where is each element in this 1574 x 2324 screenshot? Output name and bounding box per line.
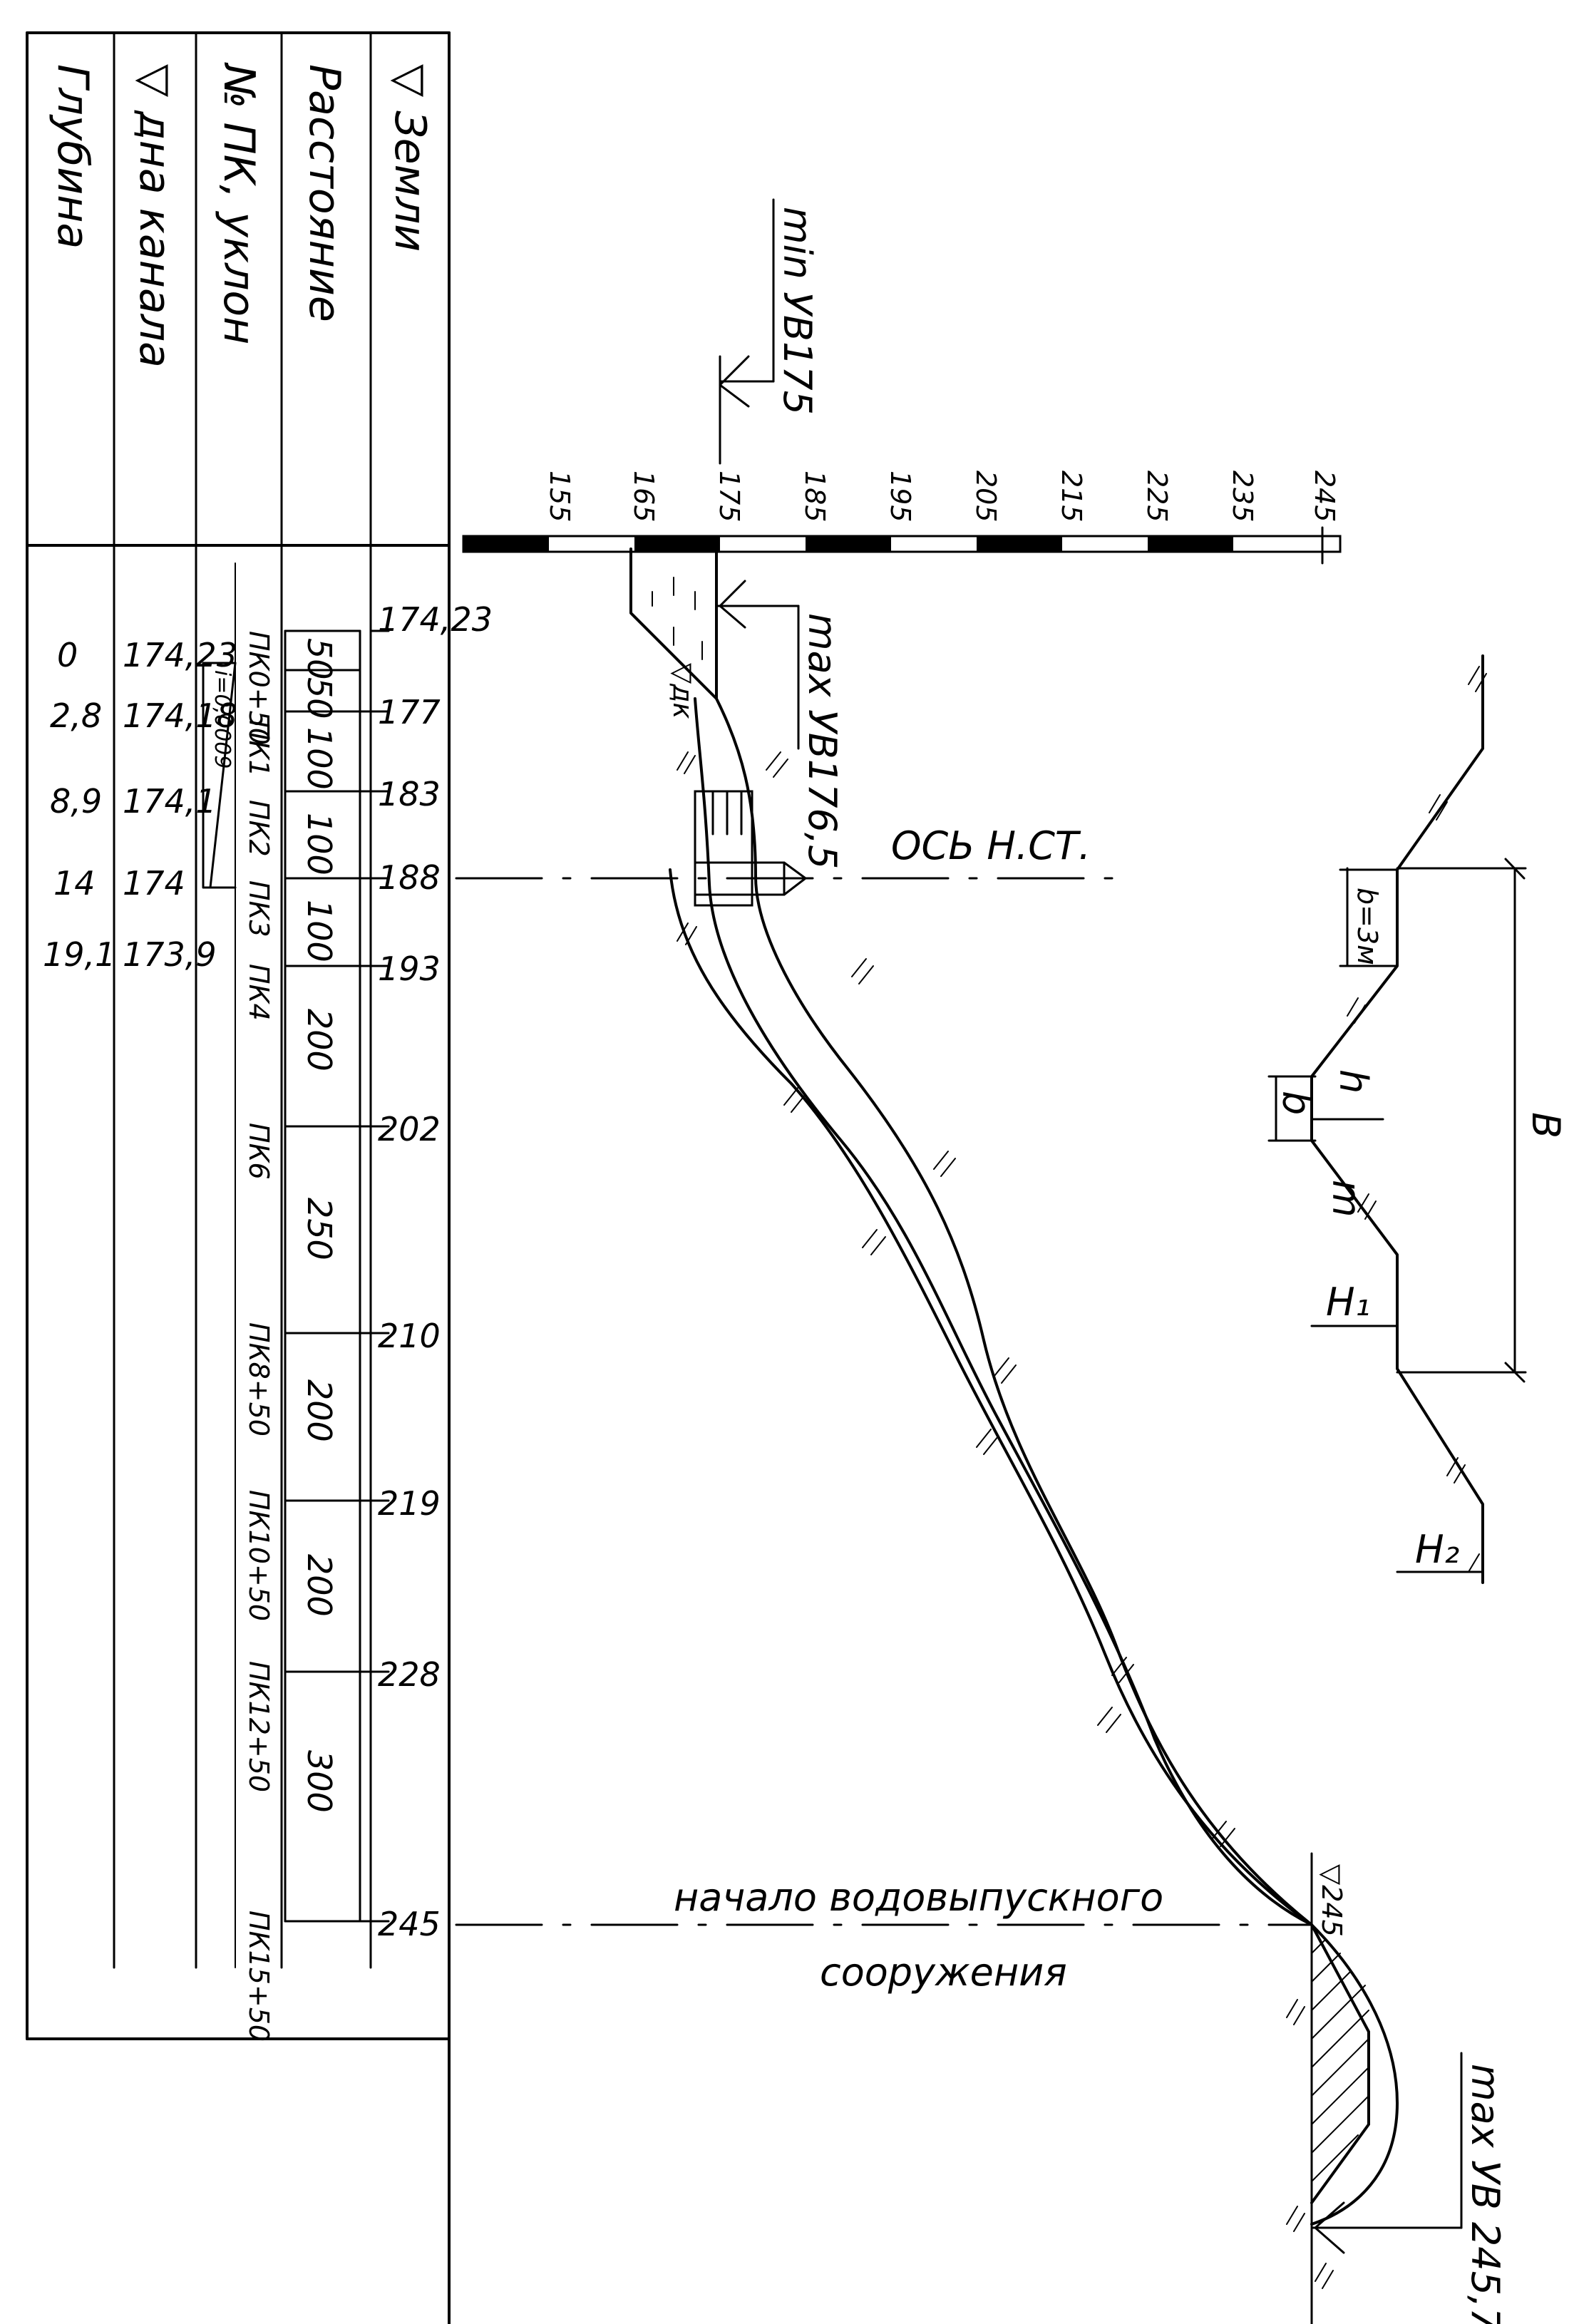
depth-value: 19,1 bbox=[43, 935, 115, 974]
header-ground: ▽ Земли bbox=[385, 64, 435, 252]
profile-lines: ▽дк max УВ176,5 bbox=[629, 547, 1313, 1926]
depth-value: 2,8 bbox=[50, 696, 102, 735]
header-picket: № ПК, уклон bbox=[214, 62, 264, 344]
h-label: h bbox=[1331, 1069, 1376, 1094]
lower-pool: ▽245 max УВ 245,75 bbox=[1286, 1852, 1508, 2324]
header-distance: Расстояние bbox=[299, 64, 349, 322]
ground-elev: 174,23 bbox=[378, 600, 493, 639]
bottom-elevations: 174,23 174,18 174,1 174 173,9 bbox=[123, 636, 237, 974]
scale-tick: 245 bbox=[1309, 471, 1340, 523]
picket-label: ПК8+50 bbox=[243, 1322, 274, 1436]
distance-value: 250 bbox=[300, 1198, 339, 1260]
distance-value: 100 bbox=[300, 900, 339, 962]
distance-value: 100 bbox=[300, 813, 339, 875]
depth-value: 8,9 bbox=[50, 782, 102, 821]
picket-label: ПК3 bbox=[243, 880, 274, 937]
scale-tick: 225 bbox=[1141, 471, 1173, 523]
distance-value: 200 bbox=[300, 1554, 339, 1617]
distance-value: 100 bbox=[300, 727, 339, 790]
dam-axis: ОСЬ Н.СТ. bbox=[455, 823, 1113, 880]
outlet-label-line1: начало водовыпускного bbox=[674, 1875, 1163, 1920]
header-bottom: ▽ дна канала bbox=[130, 64, 180, 368]
scale-tick: 195 bbox=[885, 471, 916, 523]
top-marker-label: ▽245 bbox=[1316, 1864, 1347, 1937]
outlet-start: начало водовыпускного сооружения bbox=[455, 1875, 1313, 1995]
scale-tick: 185 bbox=[799, 471, 830, 523]
bottom-width-label: b=3м bbox=[1352, 888, 1383, 965]
m-label: m bbox=[1324, 1180, 1369, 1218]
picket-label: ПК0+50 bbox=[243, 631, 274, 745]
width-B-label: B bbox=[1523, 1112, 1568, 1138]
max-level-lower-label: max УВ 245,75 bbox=[1463, 2064, 1508, 2324]
slope-indicator: i=0,0009 bbox=[202, 662, 237, 889]
scale-tick: 215 bbox=[1056, 471, 1087, 523]
distance-value: 50 bbox=[300, 638, 339, 680]
scale-tick: 205 bbox=[970, 471, 1002, 523]
ground-elev: 177 bbox=[378, 693, 441, 731]
H2-label: H₂ bbox=[1415, 1527, 1459, 1572]
picket-label: ПК12+50 bbox=[243, 1661, 274, 1792]
scale-tick: 235 bbox=[1227, 471, 1258, 523]
elevation-scale: 155 165 175 185 195 205 215 225 235 245 bbox=[462, 471, 1342, 565]
depth-value: 0 bbox=[57, 636, 78, 674]
distance-value: 200 bbox=[300, 1379, 339, 1442]
cross-section-sketch: B b=3м b h m H₁ H₂ bbox=[1267, 654, 1568, 1584]
ground-elev: 245 bbox=[378, 1905, 441, 1943]
ground-elev: 183 bbox=[378, 775, 441, 813]
picket-label: ПК2 bbox=[243, 800, 274, 857]
bottom-elev: 173,9 bbox=[123, 935, 217, 974]
table-headers: ▽ Земли Расстояние № ПК, уклон ▽ дна кан… bbox=[48, 62, 435, 368]
ground-elevations: 174,23 177 183 188 193 202 210 219 228 2… bbox=[359, 600, 493, 1943]
bottom-marker-label: ▽дк bbox=[667, 663, 699, 719]
scale-tick: 175 bbox=[714, 471, 745, 523]
max-level-upper-label: max УВ176,5 bbox=[800, 613, 845, 869]
depth-value: 14 bbox=[53, 864, 96, 903]
scale-tick: 165 bbox=[628, 471, 659, 523]
profile-table bbox=[26, 31, 451, 2324]
outlet-label-line2: сооружения bbox=[820, 1950, 1067, 1995]
ground-elev: 219 bbox=[378, 1484, 441, 1523]
picket-label: ПК10+50 bbox=[243, 1490, 274, 1621]
slope-label: i=0,0009 bbox=[210, 670, 235, 768]
ground-elev: 193 bbox=[378, 950, 441, 988]
bottom-elev: 174,23 bbox=[123, 636, 237, 674]
distance-value: 200 bbox=[300, 1009, 339, 1071]
bottom-elev: 174 bbox=[123, 864, 185, 903]
ground-elev: 202 bbox=[378, 1110, 441, 1148]
bottom-elev: 174,18 bbox=[123, 696, 237, 735]
distance-value: 50 bbox=[300, 677, 339, 719]
min-level-label: min УВ175 bbox=[775, 207, 820, 415]
picket-column: ПК0+50 ПК1 ПК2 ПК3 ПК4 ПК6 ПК8+50 ПК10+5… bbox=[243, 631, 274, 2042]
picket-label: ПК4 bbox=[243, 964, 274, 1021]
picket-label: ПК15+50 bbox=[243, 1911, 274, 2042]
ground-elev: 228 bbox=[378, 1655, 441, 1694]
H1-label: H₁ bbox=[1326, 1280, 1370, 1325]
min-level-marker: min УВ175 bbox=[719, 198, 820, 465]
picket-label: ПК6 bbox=[243, 1123, 274, 1180]
distance-value: 300 bbox=[300, 1750, 339, 1813]
bottom-elev: 174,1 bbox=[123, 782, 217, 821]
header-depth: Глубина bbox=[48, 64, 98, 249]
scale-tick: 155 bbox=[544, 471, 575, 523]
berm-b-label: b bbox=[1274, 1091, 1319, 1115]
depth-values: 0 2,8 8,9 14 19,1 bbox=[43, 636, 115, 974]
dam-axis-label: ОСЬ Н.СТ. bbox=[891, 823, 1091, 868]
distance-cells: 50 50 100 100 100 200 250 200 200 300 bbox=[284, 629, 361, 1923]
ground-elev: 188 bbox=[378, 858, 441, 897]
ground-elev: 210 bbox=[378, 1317, 441, 1355]
picket-label: ПК1 bbox=[243, 720, 274, 777]
